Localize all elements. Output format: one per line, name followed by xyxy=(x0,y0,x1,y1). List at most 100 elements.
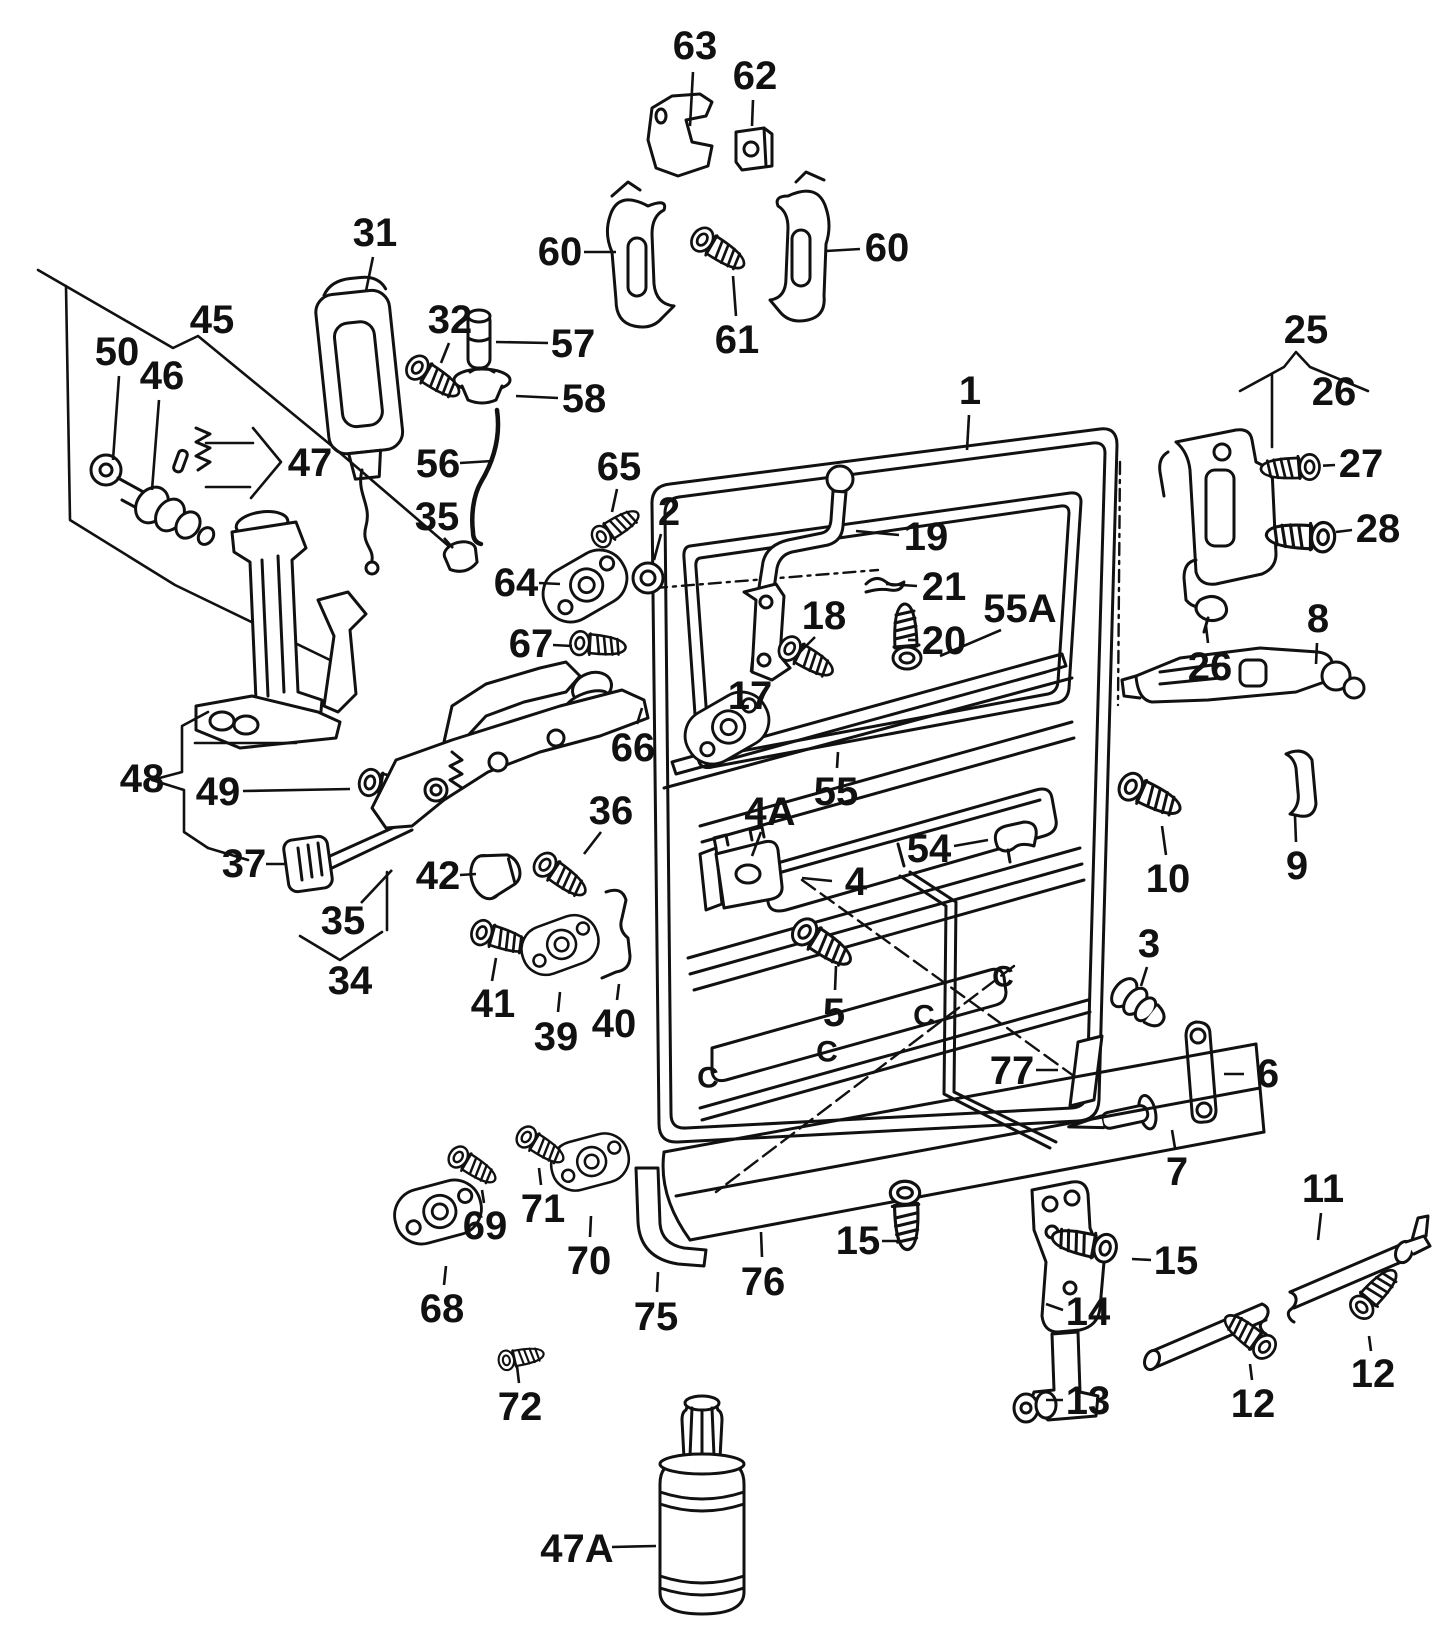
part-6-link-art xyxy=(1184,1020,1218,1124)
part-label-75-66: 75 xyxy=(634,1295,679,1339)
part-label-67-18: 67 xyxy=(509,622,554,666)
lock-mechanism-art xyxy=(370,660,650,830)
part-20-screw-icon xyxy=(891,602,923,671)
panel-marker-C-0: C xyxy=(697,1062,719,1095)
part-label-63-0: 63 xyxy=(673,24,718,68)
part-8-hinge-art xyxy=(1120,646,1366,704)
part-label-58-8: 58 xyxy=(562,377,607,421)
leader-line-61-4 xyxy=(731,275,738,317)
part-35-grommet-art xyxy=(442,540,479,573)
part-label-46-12: 46 xyxy=(140,354,185,398)
part-67-screw-icon xyxy=(567,628,629,663)
part-label-61-4: 61 xyxy=(715,318,760,362)
leader-line-18-22 xyxy=(799,636,816,653)
part-31-handle-art xyxy=(314,275,405,576)
leader-line-15-56 xyxy=(1131,1257,1152,1262)
part-label-3-42: 3 xyxy=(1138,922,1160,966)
part-label-32-6: 32 xyxy=(428,298,473,342)
part-label-2-15: 2 xyxy=(658,490,680,534)
part-label-15-56: 15 xyxy=(1154,1239,1199,1283)
part-label-14-57: 14 xyxy=(1066,1290,1111,1334)
part-76-strip-art xyxy=(661,1042,1266,1242)
leader-line-54-27 xyxy=(953,838,989,848)
part-label-35-36: 35 xyxy=(321,899,366,943)
leader-line-3-42 xyxy=(1139,966,1149,987)
part-12-screw-icon xyxy=(1217,1304,1282,1365)
leader-line-49-32 xyxy=(242,787,351,793)
part-label-39-39: 39 xyxy=(534,1015,579,1059)
part-27-screw-icon xyxy=(1259,453,1321,481)
part-label-36-35: 36 xyxy=(589,789,634,833)
part-label-50-11: 50 xyxy=(95,330,140,374)
leader-line-50-11 xyxy=(111,375,121,461)
leader-line-35-16 xyxy=(443,537,454,549)
part-label-49-32: 49 xyxy=(196,770,241,814)
leader-line-32-6 xyxy=(439,342,451,364)
part-label-31-5: 31 xyxy=(353,211,398,255)
part-label-37-33: 37 xyxy=(222,842,267,886)
leader-line-11-54 xyxy=(1316,1212,1323,1241)
leader-line-36-35 xyxy=(582,831,603,855)
part-label-7-44: 7 xyxy=(1166,1150,1188,1194)
part-10-screw-icon xyxy=(1113,767,1187,826)
part-label-8-47: 8 xyxy=(1307,597,1329,641)
leader-line-69-62 xyxy=(480,1189,486,1204)
part-label-62-1: 62 xyxy=(733,54,778,98)
panel-marker-C-2: C xyxy=(913,1000,935,1033)
part-label-18-22: 18 xyxy=(802,594,847,638)
part-label-5-30: 5 xyxy=(823,991,845,1035)
part-26-clip-art xyxy=(1194,595,1229,634)
leader-line-58-8 xyxy=(515,394,559,400)
part-label-17-24: 17 xyxy=(728,674,773,718)
leader-line-27-51 xyxy=(1317,463,1336,468)
leader-line-2-15 xyxy=(652,533,663,561)
leader-line-60-3 xyxy=(825,247,861,253)
leader-line-56-9 xyxy=(459,459,493,465)
leader-line-4-29 xyxy=(801,876,833,883)
part-label-47-13: 47 xyxy=(288,441,333,485)
leader-line-64-17 xyxy=(538,581,561,586)
part-62-art xyxy=(734,126,774,172)
part-48-bracket-art xyxy=(194,510,368,750)
part-4A-bracket-art xyxy=(698,825,784,912)
leader-line-12-59 xyxy=(1248,1363,1254,1381)
part-label-64-17: 64 xyxy=(494,561,539,605)
part-56-rod-art xyxy=(470,407,501,547)
leader-line-17-24 xyxy=(749,653,755,673)
part-label-55-26: 55 xyxy=(814,770,859,814)
leader-line-8-47 xyxy=(1314,642,1319,665)
part-7-pin-art xyxy=(1067,1093,1158,1131)
leader-line-40-40 xyxy=(615,983,621,1001)
part-label-34-37: 34 xyxy=(328,959,373,1003)
leader-line-41-38 xyxy=(490,957,498,982)
part-75-seal-art xyxy=(634,1166,708,1268)
part-label-40-40: 40 xyxy=(592,1002,637,1046)
part-label-6-43: 6 xyxy=(1257,1052,1279,1096)
part-55-seal-art xyxy=(662,652,1074,790)
leader-line-4A-28 xyxy=(750,831,763,857)
door-panel-art xyxy=(650,427,1122,1194)
part-42-knob-art xyxy=(469,853,522,901)
leader-line-47A-68 xyxy=(611,1544,657,1549)
part-54-clip-art xyxy=(993,820,1038,864)
leader-line-71-64 xyxy=(537,1167,543,1186)
leader-line-72-65 xyxy=(515,1365,521,1384)
part-label-28-52: 28 xyxy=(1356,507,1401,551)
part-61-screw-icon xyxy=(685,222,751,280)
part-label-68-61: 68 xyxy=(420,1287,465,1331)
part-25-latch-art xyxy=(1158,428,1278,608)
part-label-35-16: 35 xyxy=(415,495,460,539)
part-label-10-45: 10 xyxy=(1146,857,1191,901)
part-label-66-19: 66 xyxy=(611,726,656,770)
part-36-screw-icon xyxy=(528,847,593,906)
group-34-brace xyxy=(298,870,389,962)
leader-line-46-12 xyxy=(150,399,161,491)
part-17-bracket-art xyxy=(742,582,792,682)
part-label-4A-28: 4A xyxy=(744,790,795,834)
group-47-brace xyxy=(204,426,283,500)
part-57-plug-art xyxy=(466,308,492,370)
part-63-art xyxy=(646,92,714,178)
leader-line-28-52 xyxy=(1335,528,1353,534)
group-25-brace xyxy=(1238,350,1370,449)
